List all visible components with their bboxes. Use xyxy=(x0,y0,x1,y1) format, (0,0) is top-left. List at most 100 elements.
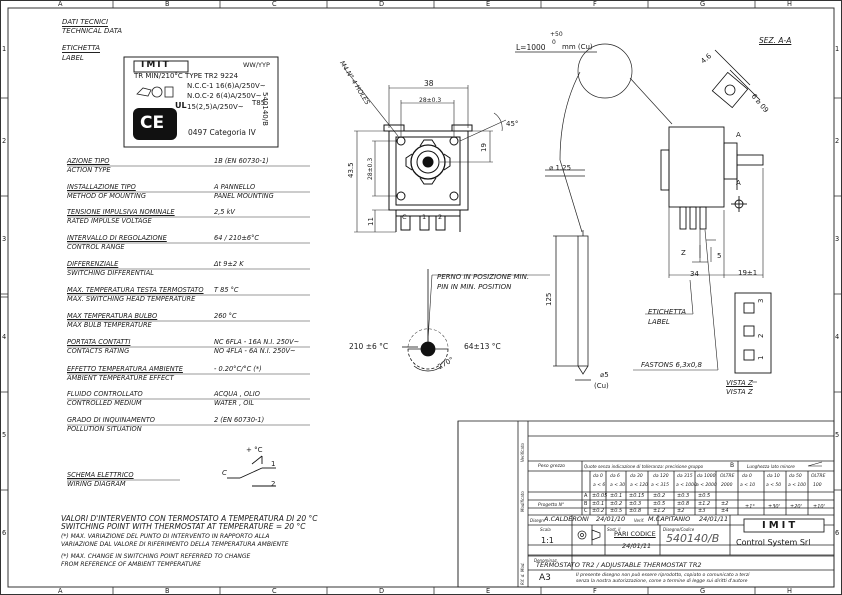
technical-data-heading: TECHNICAL DATA xyxy=(62,27,123,35)
label-side-code: 540140/B xyxy=(261,92,269,126)
tb-row-b-7: ±2 xyxy=(721,501,729,507)
imit-logo-title-box xyxy=(743,518,825,533)
projection-symbol-icon xyxy=(577,529,601,541)
row-number-2-right: 2 xyxy=(835,137,840,145)
col-letter-g: G xyxy=(700,0,706,8)
tb-grp-sub-0: a < 6 xyxy=(593,483,606,488)
tb-row-c-2: ±0.5 xyxy=(610,508,623,514)
row-number-6: 6 xyxy=(2,529,7,537)
tb-row-c-7: ±4 xyxy=(721,508,729,514)
vista-terminal-1: 1 xyxy=(757,355,765,360)
spec-5-it: MAX. TEMPERATURA TESTA TERMOSTATO xyxy=(67,286,204,294)
tb-row-b-1: ±0.1 xyxy=(592,501,605,507)
spec-3-it: INTERVALLO DI REGOLAZIONE xyxy=(67,234,167,242)
tb-rif: Rif. d. xyxy=(520,573,525,585)
tb-disegno-label: Disegn. xyxy=(530,518,546,523)
side-view-thermostat xyxy=(660,126,764,230)
front-dim-11: 11 xyxy=(367,217,375,226)
wiring-c: C xyxy=(222,469,227,477)
tb-scala-label: Scala xyxy=(540,527,551,532)
tb-legal-2: senza la nostra autorizzazione, come a t… xyxy=(576,579,748,584)
spec-7-value-en: NO 4FLA - 6A N.I. 250V~ xyxy=(214,347,296,355)
side-dim-19: 19±1 xyxy=(738,269,758,277)
dati-tecnici-heading: DATI TECNICI xyxy=(62,18,109,27)
front-terminal-2: 2 xyxy=(438,213,443,221)
tb-row-b-6: ±1.2 xyxy=(698,501,711,507)
spec-10-it: GRADO DI INQUINAMENTO xyxy=(67,416,155,424)
spec-4-value: Δt 9±2 K xyxy=(214,260,244,268)
tb-row-c-5: ±2 xyxy=(677,508,685,514)
side-section-a2: A xyxy=(736,179,741,187)
front-dim-38: 38 xyxy=(424,79,434,88)
tb-row-c-1: ±0.2 xyxy=(592,508,605,514)
bulb-length: 125 xyxy=(545,292,553,306)
front-angle: 45° xyxy=(506,120,519,128)
tb-grp-sub-4: a < 1000 xyxy=(676,483,697,488)
row-number-5-right: 5 xyxy=(835,431,840,439)
col-letter-a-bottom: A xyxy=(58,587,63,595)
tb-company: Control System Srl xyxy=(736,538,811,547)
wiring-en: WIRING DIAGRAM xyxy=(67,480,126,488)
capillary-unit: mm (Cu) xyxy=(562,43,593,51)
spec-8-en: AMBIENT TEMPERATURE EFFECT xyxy=(67,374,174,382)
front-dim-28: 28±0.3 xyxy=(419,97,442,104)
tb-row-a-3: ±0.15 xyxy=(629,493,645,499)
section-a-a xyxy=(711,49,761,109)
tb-row-b-5: ±0.8 xyxy=(677,501,690,507)
spec-9-value-en: WATER , OIL xyxy=(214,399,255,407)
tb-row-c-4: ±1.2 xyxy=(653,508,666,514)
front-terminal-1: 1 xyxy=(422,213,427,221)
tb-row-b-4: ±0.5 xyxy=(653,501,666,507)
tb-grp-head-6: OLTRE xyxy=(720,474,735,479)
spec-0-en: ACTION TYPE xyxy=(67,166,111,174)
row-number-6-right: 6 xyxy=(835,529,840,537)
spec-0-it: AZIONE TIPO xyxy=(67,157,110,165)
tb-row-a-4: ±0.2 xyxy=(653,493,666,499)
tb-ang-val-2: ±20' xyxy=(790,504,802,510)
tb-codice: 540140/B xyxy=(666,532,720,545)
spec-10-value: 2 (EN 60730-1) xyxy=(214,416,265,424)
spec-2-it: TENSIONE IMPULSIVA NOMINALE xyxy=(67,208,175,216)
tb-group-b: B xyxy=(730,462,735,469)
tb-verificatore: M.CAPITANIO xyxy=(648,515,691,523)
capillary-tol-plus: +50 xyxy=(550,31,563,38)
front-terminal-c: C xyxy=(402,213,407,221)
tb-ang-val-3: ±10' xyxy=(813,504,825,510)
row-number-3-right: 3 xyxy=(835,235,840,243)
tb-ang-val-1: ±30' xyxy=(768,504,780,510)
label-line4: 15(2,5)A/250V~ xyxy=(187,103,244,111)
tb-quote: Quote senza indicazione di tolleranza: p… xyxy=(584,464,704,469)
spec-4-it: DIFFERENZIALE xyxy=(67,260,119,268)
label-ul-mark: UL xyxy=(175,101,187,110)
tb-grp-head-0: da 0 xyxy=(593,474,603,479)
tb-grp-head-1: da 6 xyxy=(610,474,620,479)
col-letter-d: D xyxy=(379,0,385,8)
bulb-diameter: ⌀5 xyxy=(600,371,609,379)
vista-z-en: VISTA Z xyxy=(726,388,753,396)
side-section-a1: A xyxy=(736,131,741,139)
label-nc1: N.C.C-1 16(6)A/250V~ xyxy=(187,82,266,90)
spec-3-en: CONTROL RANGE xyxy=(67,243,125,251)
col-letter-c-bottom: C xyxy=(272,587,277,595)
front-dim-28v: 28±0.3 xyxy=(367,157,374,180)
ce-mark-box xyxy=(133,108,177,140)
side-label-en: LABEL xyxy=(648,318,670,326)
tb-ang-head-3: OLTRE xyxy=(811,474,826,479)
tb-logo: IMIT xyxy=(762,520,799,531)
tb-row-a-1: ±0.05 xyxy=(592,493,608,499)
wiring-plus: + °C xyxy=(246,446,263,454)
tb-row-a-6: ±0.5 xyxy=(698,493,711,499)
row-number-5: 5 xyxy=(2,431,7,439)
col-letter-b-bottom: B xyxy=(165,587,170,595)
spec-6-it: MAX TEMPERATURA BULBO xyxy=(67,312,158,320)
spec-5-value: T 85 °C xyxy=(214,286,239,294)
inner-frame xyxy=(7,7,835,588)
note-line-5: (*) MAX. CHANGE IN SWITCHING POINT REFER… xyxy=(61,553,251,560)
tb-disegnatore: A.CALDERONI xyxy=(544,515,589,523)
spec-1-it: INSTALLAZIONE TIPO xyxy=(67,183,136,191)
vista-terminal-2: 2 xyxy=(757,333,765,338)
tb-ang-sub-0: a < 10 xyxy=(740,483,756,488)
tb-row-c-3: ±0.8 xyxy=(629,508,642,514)
